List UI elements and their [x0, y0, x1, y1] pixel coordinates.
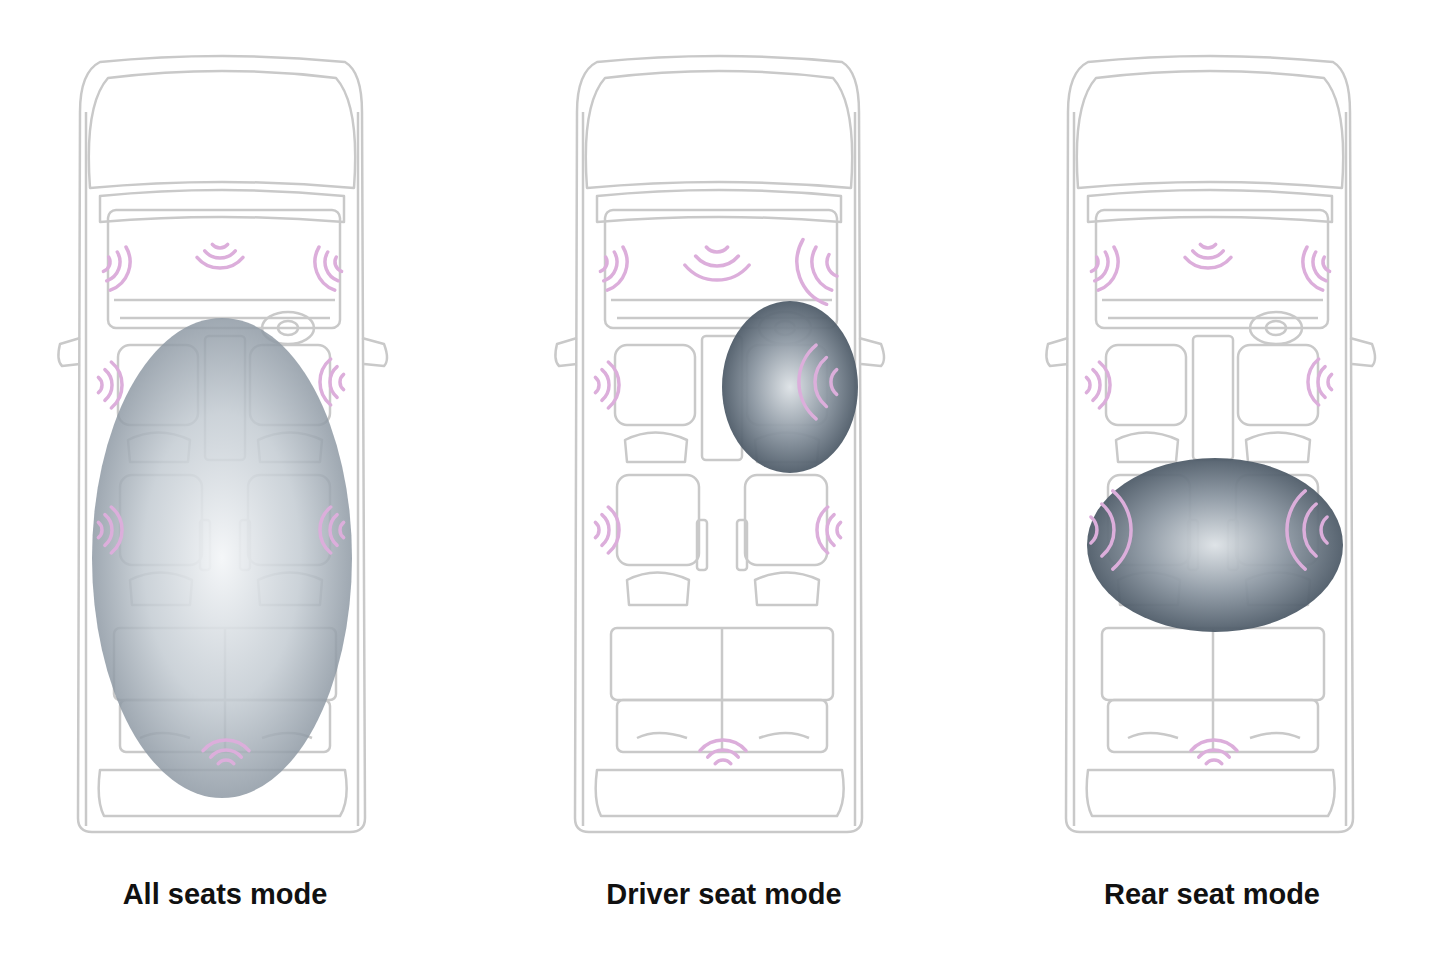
speaker-arc	[1199, 750, 1230, 757]
speaker-arc	[799, 345, 816, 419]
speaker-arc	[1091, 257, 1098, 271]
speaker-arc	[604, 252, 617, 281]
speaker-arc	[607, 247, 627, 290]
speaker-arc	[212, 244, 227, 248]
speaker-arc	[320, 507, 331, 553]
speaker-arc	[708, 750, 739, 757]
speaker-arc	[602, 370, 609, 401]
speaker-arc	[197, 257, 243, 268]
speaker-arc	[211, 750, 242, 757]
speaker-arc	[696, 256, 739, 266]
speaker-arc	[1086, 377, 1090, 392]
speaker-arc	[1200, 244, 1215, 248]
speaker-arc	[205, 251, 236, 258]
speaker-arc	[1206, 760, 1221, 764]
speaker-arc	[218, 760, 233, 764]
speaker-arc	[1318, 367, 1325, 398]
speaker-arc	[1185, 257, 1231, 268]
speaker-arc	[1328, 374, 1332, 389]
speaker-arc	[831, 370, 837, 395]
speaker-arc	[1113, 491, 1131, 569]
speaker-arc	[340, 522, 344, 537]
speaker-arc	[1102, 504, 1114, 556]
speaker-arc	[602, 515, 609, 546]
speaker-arc	[815, 358, 826, 407]
speaker-arc	[315, 247, 335, 290]
speaker-arc	[827, 255, 837, 277]
speaker-arc	[700, 740, 746, 751]
speaker-arc	[595, 522, 599, 537]
speaker-arc	[715, 760, 730, 764]
speaker-arc	[203, 740, 249, 751]
speaker-arc	[706, 247, 727, 252]
speaker-arc	[1308, 359, 1319, 405]
mode-label: All seats mode	[123, 878, 328, 911]
speaker-arc	[325, 252, 338, 281]
speaker-arc	[111, 362, 122, 408]
speaker-arc	[105, 515, 112, 546]
speaker-arc	[105, 370, 112, 401]
speaker-arc	[1099, 362, 1110, 408]
speaker-arc	[110, 247, 130, 290]
speaker-arc	[1191, 740, 1237, 751]
mode-label: Rear seat mode	[1104, 878, 1320, 911]
speaker-arc	[817, 507, 828, 553]
speaker-arc	[107, 252, 120, 281]
speaker-arc	[1193, 251, 1224, 258]
speaker-arc	[103, 257, 110, 271]
speaker-arc	[330, 367, 337, 398]
mode-label: Driver seat mode	[606, 878, 841, 911]
speaker-arc	[1093, 370, 1100, 401]
speaker-arc	[600, 257, 607, 271]
speaker-arc	[330, 515, 337, 546]
speaker-arc	[340, 374, 344, 389]
speaker-arc	[827, 515, 834, 546]
speaker-arc	[1303, 247, 1323, 290]
speaker-arc	[685, 265, 749, 280]
speaker-arc	[797, 240, 827, 305]
speaker-arc	[1098, 247, 1118, 290]
speaker-arc	[1323, 257, 1330, 271]
speaker-arc	[98, 377, 102, 392]
speaker-arc	[812, 247, 832, 290]
speaker-arc	[335, 257, 342, 271]
speaker-arc	[1321, 517, 1327, 543]
speaker-arc	[1095, 252, 1108, 281]
speaker-arc	[98, 522, 102, 537]
speaker-arc	[595, 377, 599, 392]
speaker-arc	[1287, 491, 1305, 569]
speaker-arc	[608, 362, 619, 408]
speaker-arc	[320, 359, 331, 405]
speaker-arc	[1091, 517, 1097, 543]
speaker-arc	[608, 507, 619, 553]
speaker-arc	[111, 507, 122, 553]
speaker-arc	[837, 522, 841, 537]
speaker-arc	[1304, 504, 1316, 556]
speaker-arc	[1313, 252, 1326, 281]
